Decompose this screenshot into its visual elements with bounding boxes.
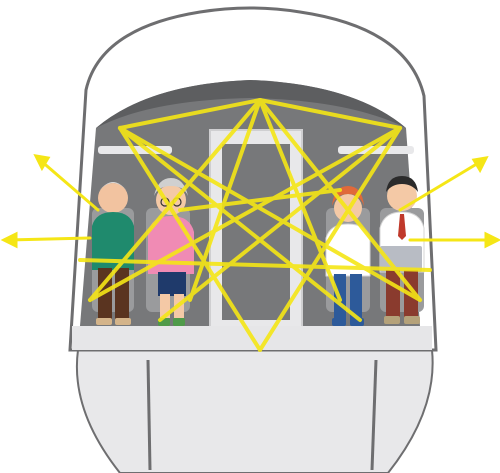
arrow-right-icon	[484, 231, 500, 249]
passenger-elderly-man	[92, 182, 134, 325]
underbody-line-right	[370, 359, 378, 471]
light-rays	[78, 98, 432, 352]
door-window	[222, 144, 290, 320]
cabin-ceiling-shadow	[96, 80, 406, 128]
arrow-upper-right-icon	[471, 156, 489, 174]
outward-arrows	[0, 154, 500, 249]
arrow-upper-left-icon	[33, 154, 51, 172]
train-underbody	[75, 349, 434, 473]
underbody-line-left	[146, 359, 152, 471]
arrow-left-icon	[0, 231, 18, 249]
